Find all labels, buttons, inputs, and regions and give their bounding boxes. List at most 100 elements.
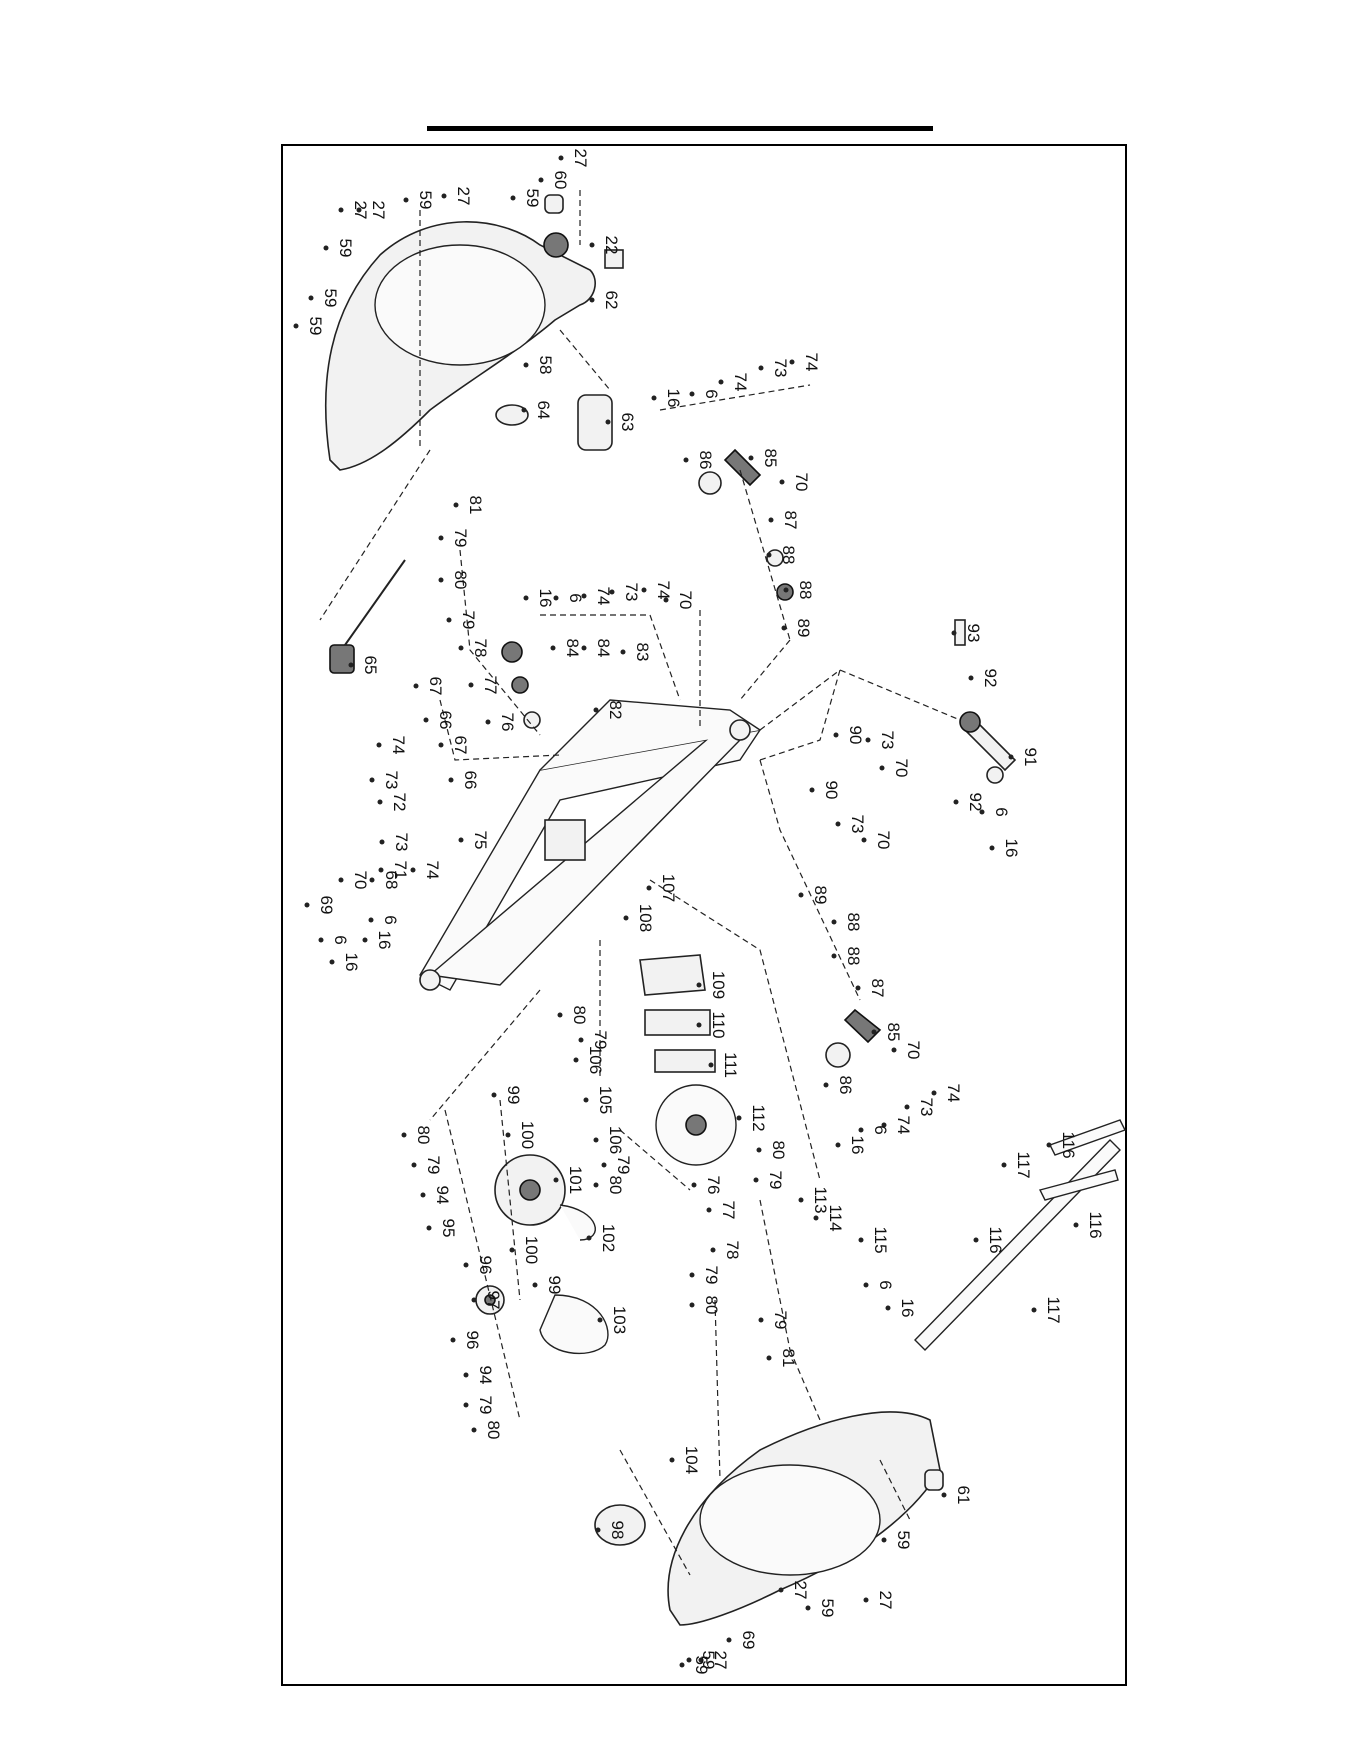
part-point-marker [609, 589, 615, 595]
part-number-label: 109 [709, 971, 728, 999]
part-point-marker [968, 675, 974, 681]
main-frame [419, 699, 762, 991]
part-point-marker [550, 645, 556, 651]
part-point-marker [368, 917, 374, 923]
part-number-label: 108 [636, 904, 655, 932]
part-point-marker [753, 1177, 759, 1183]
part-point-marker [471, 1427, 477, 1433]
part-number-label: 96 [463, 1331, 482, 1350]
part-point-marker [651, 395, 657, 401]
part-point-marker [951, 630, 957, 636]
part-point-marker [706, 1207, 712, 1213]
part-number-label: 74 [894, 1116, 913, 1135]
part-number-label: 107 [659, 874, 678, 902]
part-number-label: 16 [375, 931, 394, 950]
part-number-label: 117 [1014, 1151, 1033, 1178]
part-point-marker [979, 809, 985, 815]
part-number-label: 88 [796, 581, 815, 600]
part-number-label: 73 [382, 771, 401, 790]
part-number-label: 103 [610, 1306, 629, 1334]
part-number-label: 74 [802, 353, 821, 372]
part-number-label: 99 [504, 1086, 523, 1105]
part-point-marker [413, 683, 419, 689]
part-point-marker [589, 242, 595, 248]
part-point-marker [441, 193, 447, 199]
part-point-marker [718, 379, 724, 385]
part-number-label: 92 [966, 793, 985, 812]
part-number-label: 76 [704, 1176, 723, 1195]
part-number-label: 81 [779, 1349, 798, 1368]
part-number-label: 87 [781, 511, 800, 530]
part-point-marker [756, 1147, 762, 1153]
part-point-marker [623, 915, 629, 921]
part-number-label: 6 [331, 935, 350, 944]
part-number-label: 88 [844, 947, 863, 966]
part-number-label: 6 [871, 1125, 890, 1134]
part-number-label: 62 [602, 291, 621, 310]
upper-small-parts [495, 194, 624, 451]
part-point-marker [379, 839, 385, 845]
part-number-label: 88 [779, 546, 798, 565]
part-number-label: 74 [594, 587, 613, 606]
part-number-label: 81 [466, 496, 485, 515]
part-point-marker [891, 1047, 897, 1053]
part-number-label: 78 [723, 1241, 742, 1260]
part-point-marker [595, 1527, 601, 1533]
part-point-marker [779, 479, 785, 485]
part-point-marker [463, 1402, 469, 1408]
part-number-label: 104 [682, 1446, 701, 1474]
part-point-marker [726, 1637, 732, 1643]
part-number-label: 100 [518, 1121, 537, 1149]
part-number-label: 16 [342, 953, 361, 972]
part-point-marker [605, 419, 611, 425]
part-number-label: 79 [702, 1266, 721, 1285]
part-number-label: 61 [954, 1486, 973, 1505]
part-point-marker [448, 777, 454, 783]
part-number-label: 68 [382, 871, 401, 890]
part-point-marker [308, 295, 314, 301]
part-point-marker [521, 407, 527, 413]
part-point-marker [1073, 1222, 1079, 1228]
part-point-marker [758, 1317, 764, 1323]
drive-pulley [494, 1154, 596, 1241]
part-point-marker [293, 323, 299, 329]
part-point-marker [318, 937, 324, 943]
part-number-label: 73 [392, 833, 411, 852]
part-number-label: 74 [423, 861, 442, 880]
part-number-label: 113 [811, 1186, 830, 1213]
part-number-label: 66 [436, 711, 455, 730]
part-number-label: 80 [702, 1296, 721, 1315]
part-point-marker [593, 1137, 599, 1143]
part-number-label: 87 [868, 979, 887, 998]
part-point-marker [348, 662, 354, 668]
part-number-label: 27 [351, 201, 370, 220]
part-point-marker [369, 877, 375, 883]
part-number-label: 67 [451, 736, 470, 755]
diagram-frame [281, 144, 1127, 1686]
part-number-label: 105 [596, 1086, 615, 1114]
part-point-marker [686, 1657, 692, 1663]
part-number-label: 27 [791, 1581, 810, 1600]
part-point-marker [532, 1282, 538, 1288]
part-point-marker [378, 867, 384, 873]
part-point-marker [823, 1082, 829, 1088]
part-point-marker [558, 155, 564, 161]
part-number-label: 114 [826, 1204, 845, 1231]
part-point-marker [833, 732, 839, 738]
part-number-label: 110 [709, 1011, 728, 1038]
part-number-label: 27 [454, 187, 473, 206]
part-point-marker [973, 1237, 979, 1243]
stabilizer-bars [914, 1119, 1126, 1351]
part-point-marker [403, 197, 409, 203]
part-number-label: 73 [622, 583, 641, 602]
part-point-marker [620, 649, 626, 655]
part-point-marker [553, 595, 559, 601]
part-point-marker [426, 1225, 432, 1231]
part-point-marker [468, 682, 474, 688]
part-point-marker [669, 1457, 675, 1463]
part-point-marker [338, 877, 344, 883]
part-number-label: 101 [566, 1166, 585, 1194]
part-point-marker [809, 787, 815, 793]
part-point-marker [438, 535, 444, 541]
part-number-label: 71 [391, 861, 410, 880]
